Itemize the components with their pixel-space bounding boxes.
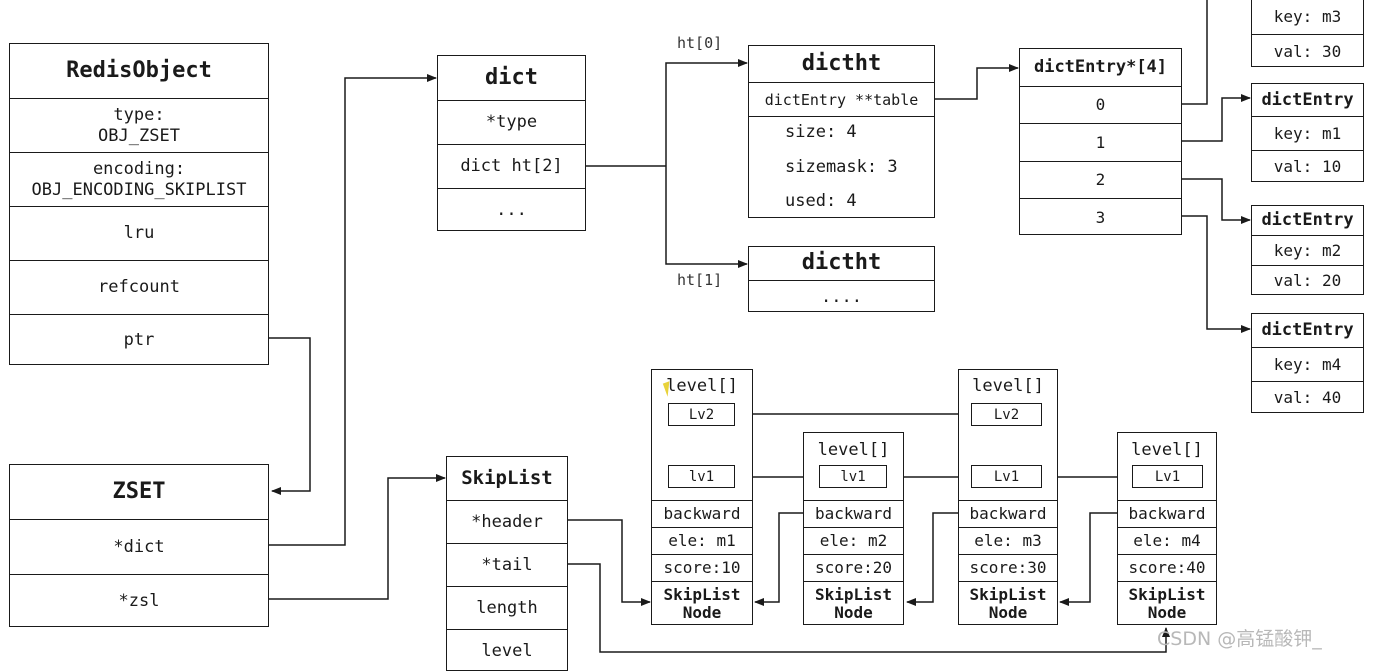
skiplist-box: SkipList *header *tail length level [446,456,568,671]
node3-lv1-slot: Lv1 [971,465,1042,488]
node1-name: SkipList Node [652,581,752,626]
entry-m2-val: val: 20 [1252,265,1363,296]
skiplist-title: SkipList [461,467,553,490]
skiplist-node-2: level[] backward ele: m2 score:20 SkipLi… [803,432,904,625]
entry-m1-title: dictEntry [1261,89,1354,110]
node3-lv2-slot: Lv2 [971,403,1042,426]
backward-arrow-4 [1059,512,1118,606]
slot3-arrow [1181,215,1251,333]
entry-slot-3: 3 [1020,198,1181,236]
node2-name: SkipList Node [804,581,903,626]
zset-zsl-field: *zsl [10,574,268,628]
entry-m1-val: val: 10 [1252,150,1363,183]
zset-box: ZSET *dict *zsl [9,464,269,627]
redisobject-ptr-field: ptr [10,314,268,366]
backward-arrow-2 [754,512,803,606]
ht0-label: ht[0] [677,34,723,52]
slot1-arrow [1181,94,1251,142]
redisobject-lru-field: lru [10,206,268,260]
entry-array-title: dictEntry*[4] [1033,57,1168,78]
zset-dict-field: *dict [10,519,268,574]
redisobject-title: RedisObject [66,57,212,83]
dictht0-table-field: dictEntry **table [749,82,934,116]
entry-slot-0: 0 [1020,86,1181,123]
entry-m4-title: dictEntry [1261,320,1354,341]
slot2-arrow [1181,178,1251,224]
header-arrow [567,519,651,606]
skiplist-header-field: *header [447,500,567,543]
dict-pointer-arrow [268,74,437,546]
node3-level-label: level[] [972,376,1044,396]
dictht1-more-field: .... [749,280,934,313]
skiplist-length-field: length [447,586,567,629]
dictht0-size-field: size: 4 [785,122,857,142]
node3-ele: ele: m3 [959,527,1057,554]
dictht0-used-field: used: 4 [785,191,857,211]
entry-m3-key: key: m3 [1273,6,1342,26]
watermark: CSDN @高锰酸钾_ [1157,628,1322,650]
redisobject-type-field: type: OBJ_ZSET [10,98,268,152]
node1-score: score:10 [652,554,752,581]
dict-ht-field: dict ht[2] [438,144,585,188]
node1-backward: backward [652,500,752,527]
node3-score: score:30 [959,554,1057,581]
ht0-arrow [665,59,748,166]
ht1-label: ht[1] [677,271,723,289]
entry-m2-key: key: m2 [1252,235,1363,265]
entry-slot-2: 2 [1020,161,1181,198]
node1-ele: ele: m1 [652,527,752,554]
dict-entry-m2: dictEntry key: m2 val: 20 [1251,205,1364,295]
redisobject-box: RedisObject type: OBJ_ZSET encoding: OBJ… [9,43,269,365]
dict-type-field: *type [438,100,585,144]
node3-name: SkipList Node [959,581,1057,626]
dictht1-title: dictht [801,250,882,276]
node4-level-label: level[] [1131,440,1203,460]
dict-box: dict *type dict ht[2] ... [437,55,586,231]
dictht0-box: dictht dictEntry **table size: 4 sizemas… [748,45,935,218]
redisobject-encoding-field: encoding: OBJ_ENCODING_SKIPLIST [10,152,268,206]
dict-title: dict [485,64,538,90]
entry-m4-key: key: m4 [1252,347,1363,381]
backward-arrow-3 [906,512,958,606]
entry-m1-key: key: m1 [1252,116,1363,150]
skiplist-node-4: level[] backward ele: m4 score:40 SkipLi… [1117,432,1217,625]
skiplist-tail-field: *tail [447,543,567,586]
node2-backward: backward [804,500,903,527]
node2-score: score:20 [804,554,903,581]
node3-backward: backward [959,500,1057,527]
node4-lv1-slot: Lv1 [1132,465,1203,488]
dict-more-field: ... [438,188,585,232]
node1-lv2-slot: Lv2 [668,403,735,426]
entry-slot-1: 1 [1020,123,1181,161]
redisobject-refcount-field: refcount [10,260,268,314]
dictht0-title: dictht [801,50,882,76]
entry-m3-val: val: 30 [1252,34,1363,68]
slot0-arrow [1181,0,1208,105]
entry-array-box: dictEntry*[4] 0 1 2 3 [1019,48,1182,235]
node2-lv1-slot: lv1 [819,465,887,488]
entry-m2-title: dictEntry [1261,210,1354,231]
node1-level-label: level[] [666,376,738,396]
zset-title: ZSET [112,478,166,504]
node2-ele: ele: m2 [804,527,903,554]
table-arrow [934,64,1019,100]
ptr-to-zset-arrow [268,337,311,495]
zsl-pointer-arrow [268,474,446,600]
dict-entry-m1: dictEntry key: m1 val: 10 [1251,83,1364,182]
dict-entry-m3: key: m3 val: 30 [1251,0,1364,67]
node1-lv1-slot: lv1 [668,465,735,488]
node2-level-label: level[] [817,440,890,460]
node4-backward: backward [1118,500,1216,527]
entry-m4-val: val: 40 [1252,381,1363,414]
ht1-arrow [665,166,748,268]
node4-score: score:40 [1118,554,1216,581]
dictht1-box: dictht .... [748,246,935,312]
node4-name: SkipList Node [1118,581,1216,626]
dictht0-sizemask-field: sizemask: 3 [785,157,898,177]
skiplist-level-field: level [447,629,567,672]
dict-entry-m4: dictEntry key: m4 val: 40 [1251,313,1364,413]
node4-ele: ele: m4 [1118,527,1216,554]
